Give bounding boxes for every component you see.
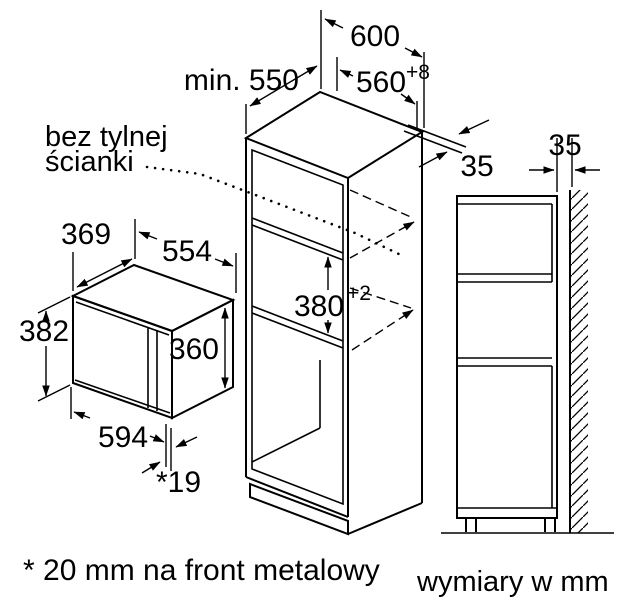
microwave-drawing — [70, 263, 236, 420]
dim-mw-front-offset-label: *19 — [156, 466, 201, 499]
cabinet-top-face — [243, 90, 425, 180]
microwave-side-face — [171, 298, 234, 420]
dim-niche-width-arrow-left — [339, 69, 354, 78]
dim-front-offset-arrow-upper — [175, 436, 198, 448]
open-back-dash-upper-a — [349, 189, 414, 219]
dim-side-frame-arrow-upper — [458, 119, 490, 135]
shelf2-bottom-edge — [251, 312, 344, 349]
microwave-top-face — [70, 263, 236, 333]
dim-niche-height-tol-label: +2 — [347, 282, 371, 305]
dim-mw-top-width-arrow-left — [138, 231, 158, 240]
dim-mw-side-height-label: 360 — [169, 333, 219, 366]
cabinet-front-bottom-edge — [245, 476, 349, 518]
dim-front-offset-arrow-lower — [141, 461, 161, 474]
dim-side-frame-label: 35 — [460, 150, 493, 183]
cabinet-plinth — [249, 482, 349, 536]
shelf2-top-edge — [251, 305, 344, 342]
dimension-lines — [37, 10, 600, 474]
dim-mw-bottom-width-arrow-right — [149, 434, 165, 443]
main-cabinet-drawing — [145, 90, 467, 536]
footnote-text: * 20 mm na front metalowy — [23, 554, 380, 587]
labels: bez tylnej ścianki min. 550 600 560 +8 3… — [19, 20, 609, 598]
microwave-door-bottom-edge — [74, 379, 171, 414]
dim-mw-top-width-label: 554 — [162, 235, 212, 268]
open-back-arrow-upper — [349, 221, 415, 259]
dim-niche-width-tol-label: +8 — [406, 61, 430, 84]
shelf1-bottom-edge — [251, 224, 344, 261]
dim-cabinet-width-arrow-right — [404, 47, 423, 58]
dim-niche-height-label: 380 — [294, 290, 344, 323]
ext-line-mw-height-top — [37, 296, 71, 314]
shelf1-top-edge — [251, 217, 344, 254]
no-back-wall-leader-dotted-line — [145, 165, 405, 258]
cabinet-bottom-inner-edge — [251, 427, 321, 463]
dim-mw-bottom-width-label: 594 — [98, 421, 148, 454]
dim-mw-bottom-width-arrow-left — [73, 411, 91, 420]
ext-line-mw-height-bottom — [37, 384, 71, 402]
side-view-drawing — [441, 195, 614, 534]
wall-section — [569, 190, 588, 533]
cabinet-opening-inner-frame — [251, 148, 344, 506]
microwave-door-top-edge — [75, 301, 170, 336]
dim-niche-width-label: 560 — [356, 66, 406, 99]
dim-cabinet-width-label: 600 — [350, 20, 400, 53]
side-view-outline — [456, 195, 558, 519]
no-back-wall-label-line1: bez tylnej — [45, 121, 168, 153]
dim-mw-depth-label: 369 — [61, 218, 111, 251]
dim-mw-depth-line — [76, 258, 133, 288]
dim-cabinet-width-arrow-left — [324, 18, 344, 29]
dim-wall-gap-label: 35 — [548, 129, 581, 162]
no-back-wall-label-line2: ścianki — [45, 146, 134, 178]
dim-niche-depth-line — [249, 65, 318, 107]
dim-mw-height-label: 382 — [19, 315, 69, 348]
open-back-arrow-lower — [351, 309, 414, 351]
units-note-text: wymiary w mm — [416, 566, 609, 598]
dim-mw-top-width-arrow-right — [214, 258, 234, 267]
wall-hatch — [570, 190, 588, 533]
side-frame-ref-line-inner — [403, 130, 463, 154]
dim-side-frame-arrow-lower — [418, 151, 448, 168]
cabinet-side-bottom-edge — [347, 502, 423, 535]
dim-niche-depth-label: min. 550 — [184, 64, 299, 97]
dim-niche-width-arrow-right — [400, 93, 416, 105]
open-back-dash-lower-a — [349, 287, 412, 309]
